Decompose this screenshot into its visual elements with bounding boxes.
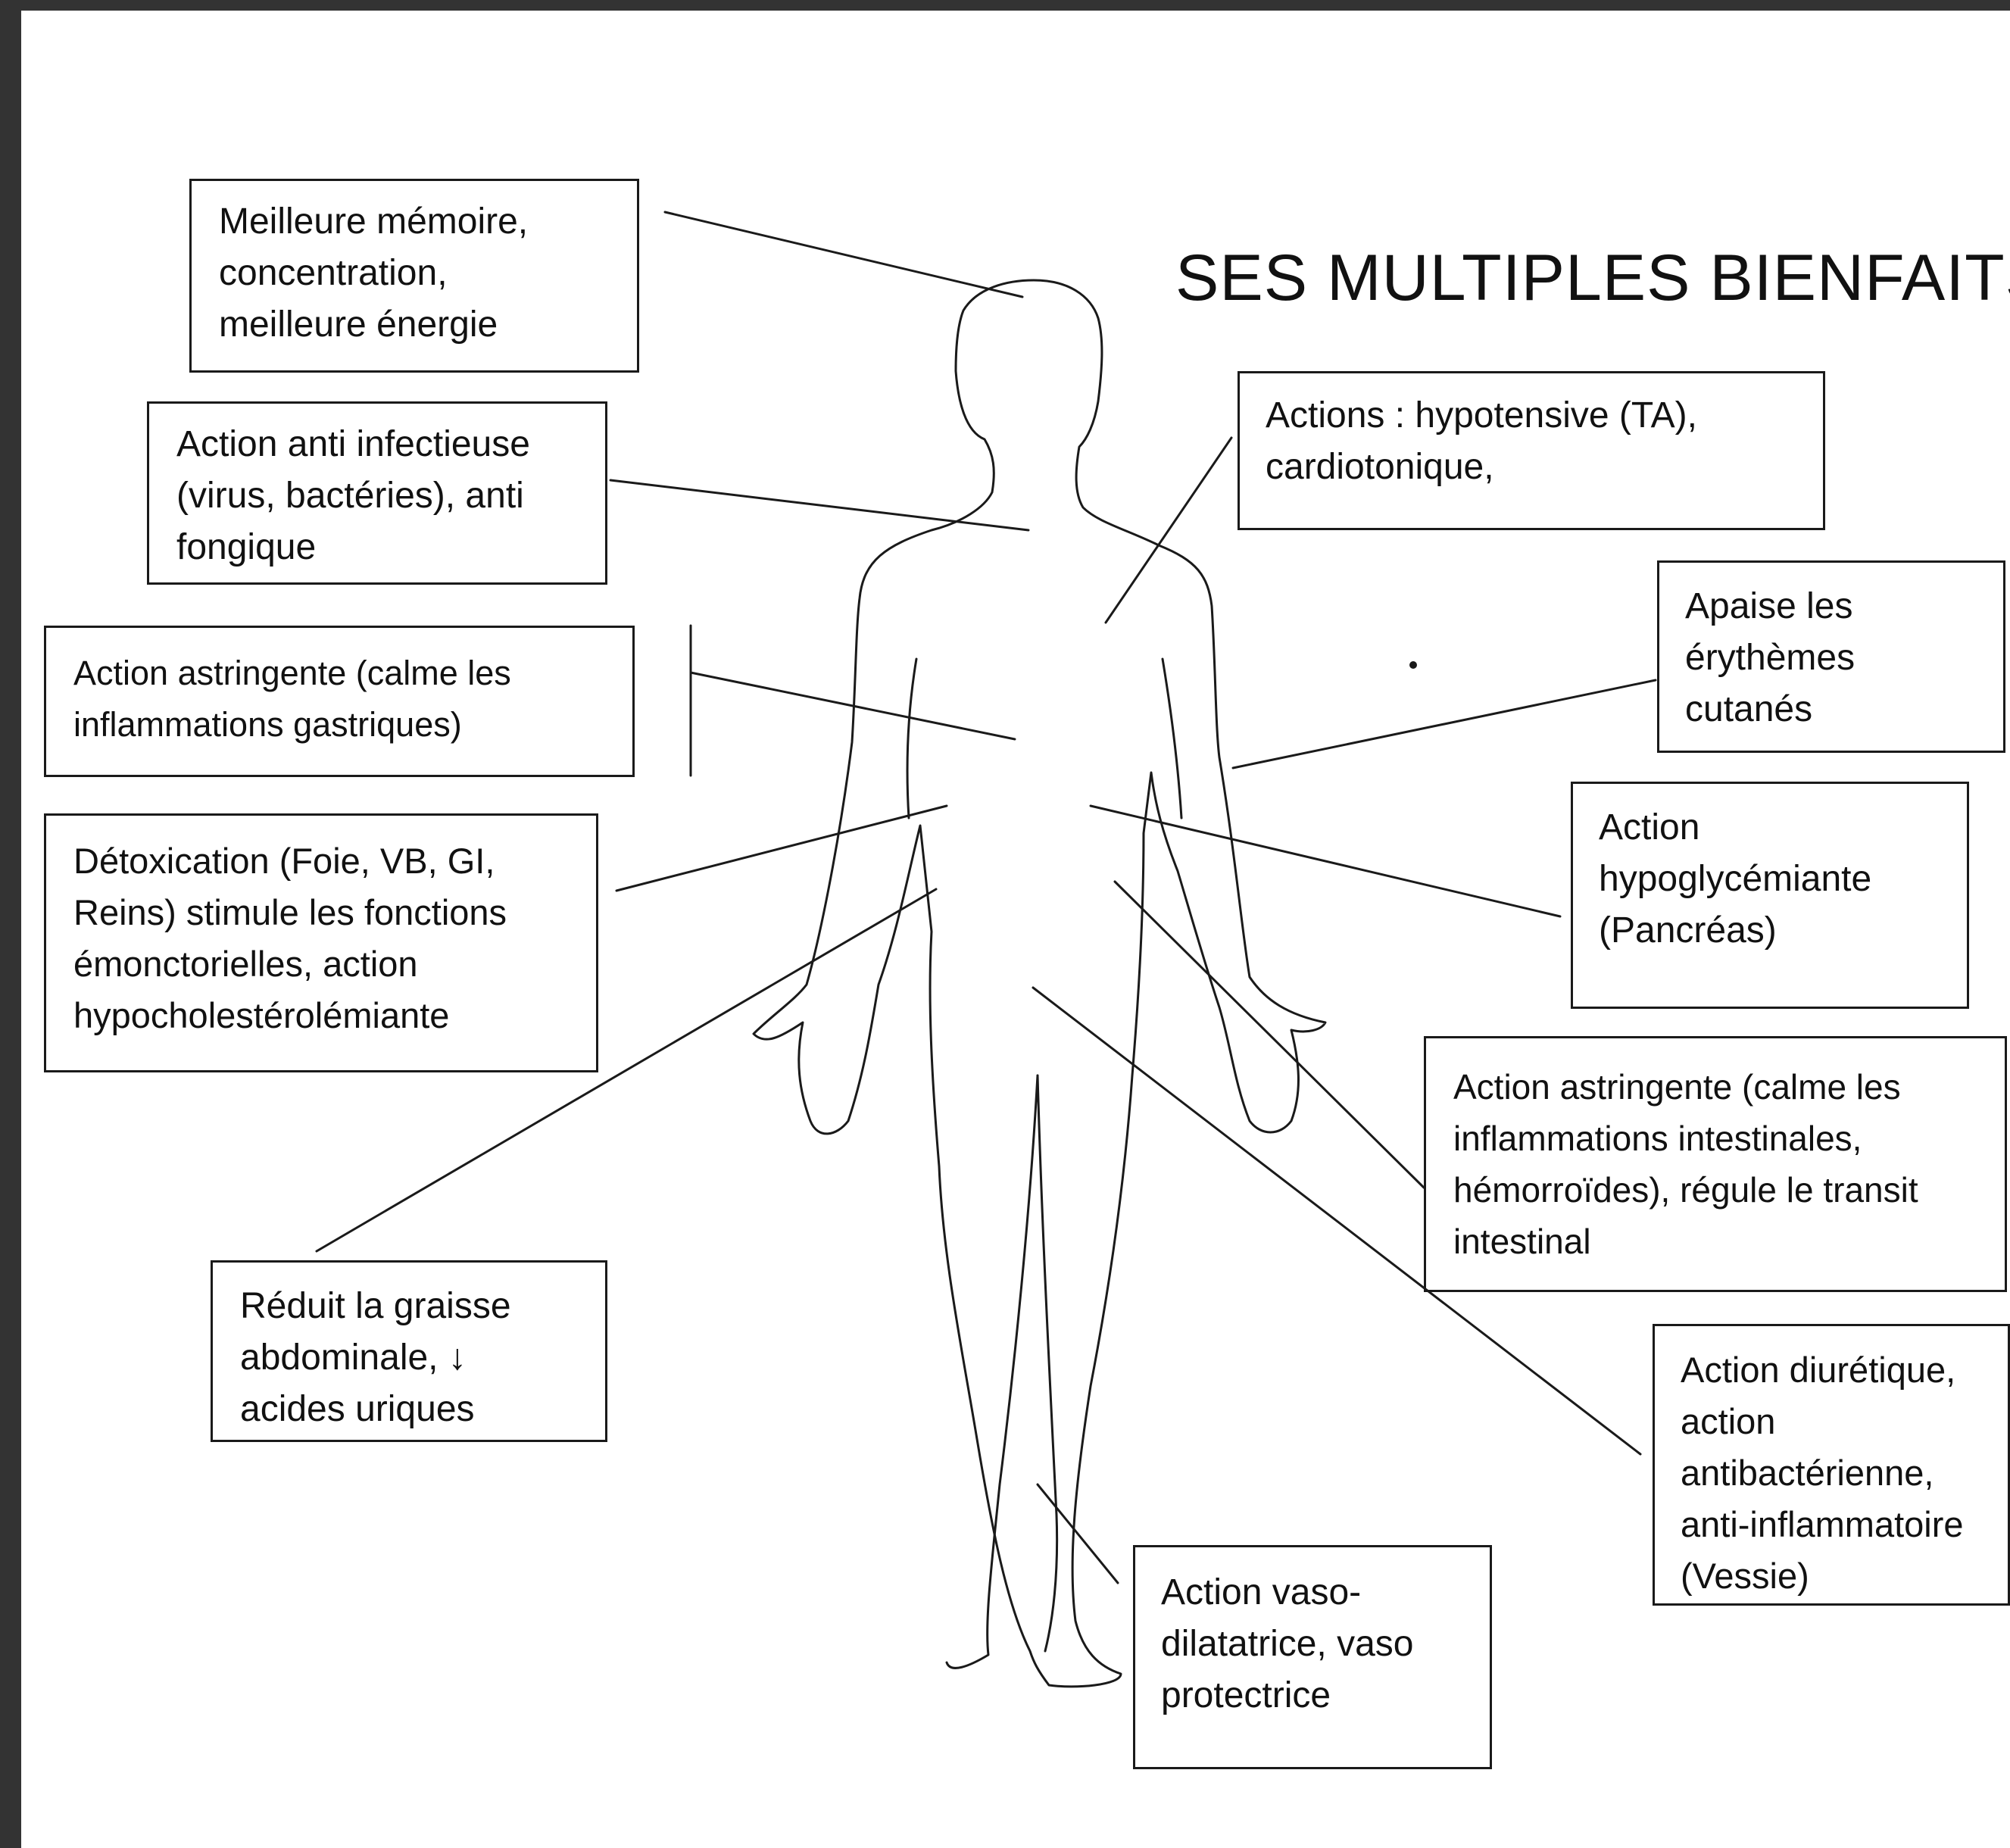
leader-detoxication [616,806,947,891]
leader-hypoglycemiante [1091,806,1560,916]
leader-memoire [665,212,1022,297]
label-graisse: Réduit la graisse abdominale, ↓ acides u… [211,1260,607,1442]
leg-split [1038,1075,1057,1651]
diagram-title: SES MULTIPLES BIENFAITS [1175,241,2010,316]
label-infectieuse: Action anti infectieuse (virus, bactérie… [147,401,607,585]
right-arm-inner [1163,659,1181,818]
leader-infectieuse [610,480,1028,530]
label-astringente-intestinale: Action astringente (calme les inflammati… [1424,1036,2007,1292]
left-arm-inner [907,659,916,818]
label-astringente-gastrique: Action astringente (calme les inflammati… [44,626,635,777]
stray-dot [1409,661,1417,669]
leader-erythemes [1233,680,1656,768]
label-memoire: Meilleure mémoire, concentration, meille… [189,179,639,373]
label-erythemes: Apaise les érythèmes cutanés [1657,560,2005,753]
leader-vaso [1038,1484,1118,1583]
label-vaso: Action vaso- dilatatrice, vaso protectri… [1133,1545,1492,1769]
label-hypotensive: Actions : hypotensive (TA), cardiotoniqu… [1238,371,1825,530]
label-hypoglycemiante: Action hypoglycémiante (Pancréas) [1571,782,1969,1009]
leg-split-left [947,1075,1038,1668]
label-detoxication: Détoxication (Foie, VB, GI, Reins) stimu… [44,813,598,1072]
leader-astringente-intestinale [1115,882,1424,1188]
label-diuretique: Action diurétique, action antibactérienn… [1653,1324,2010,1606]
